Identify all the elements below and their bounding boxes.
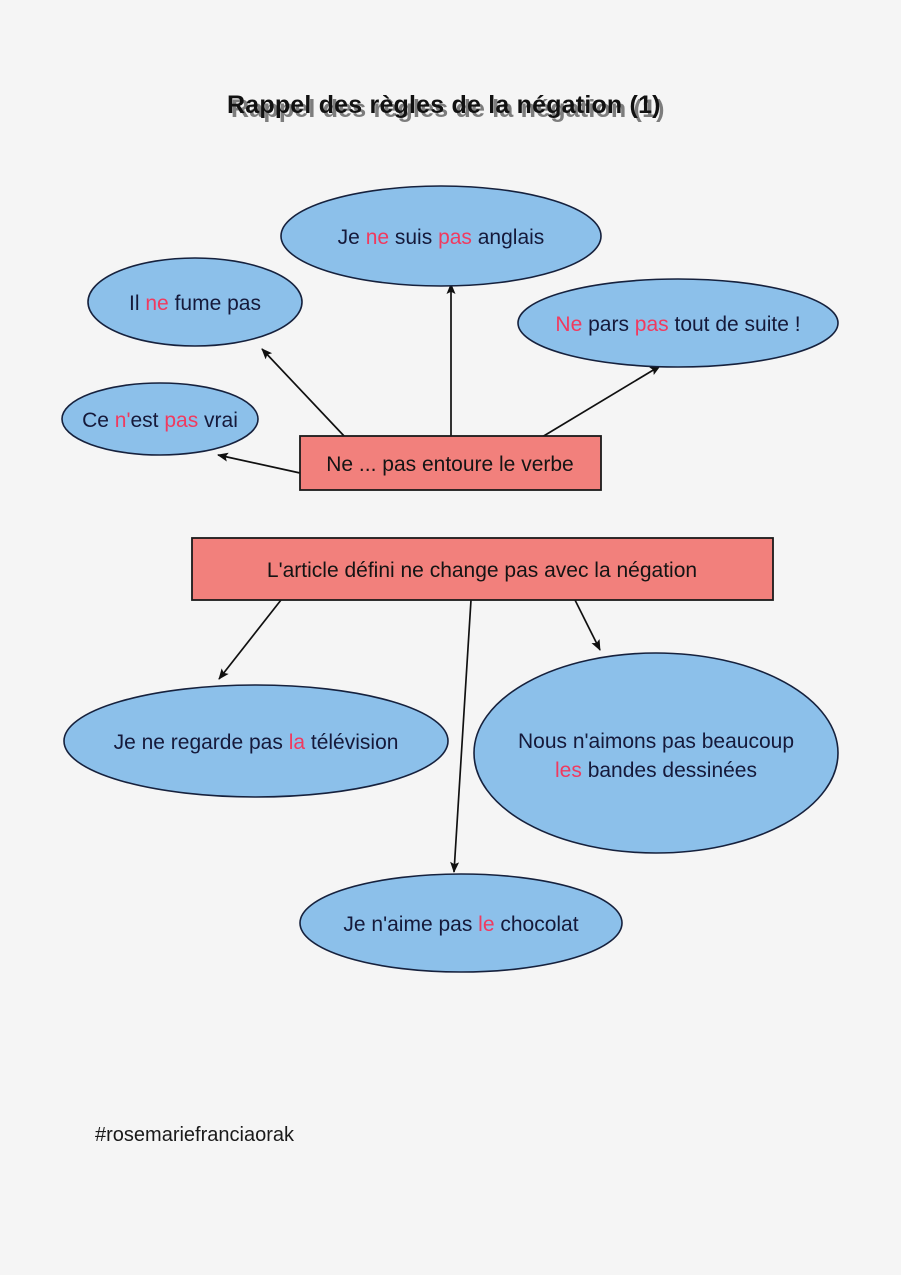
example-anglais-shape[interactable]: [280, 185, 602, 287]
rule-article-defini-shape[interactable]: [191, 537, 774, 601]
example-fume-label: Il ne fume pas: [129, 292, 261, 315]
page-title-shadow: Rappel des règles de la négation (1): [231, 95, 665, 123]
connector-rule1-to-pars: [541, 365, 661, 438]
example-anglais-label: Je ne suis pas anglais: [338, 226, 545, 249]
example-bandes-shape[interactable]: [473, 652, 839, 854]
connector-rule2-to-bandes: [574, 599, 601, 651]
example-pars-shape[interactable]: [517, 278, 839, 368]
node-rule-ne-pas-verbe[interactable]: Ne ... pas entoure le verbe: [299, 435, 602, 491]
example-fume-shape[interactable]: [87, 257, 303, 347]
connector-rule1-to-vrai: [217, 452, 301, 474]
node-example-chocolat[interactable]: Je n'aime pas le chocolat: [299, 873, 623, 973]
node-rule-article-defini[interactable]: L'article défini ne change pas avec la n…: [191, 537, 774, 601]
node-example-fume[interactable]: Il ne fume pas: [87, 257, 303, 347]
connector-group: [217, 283, 661, 873]
rule-ne-pas-verbe-shape[interactable]: [299, 435, 602, 491]
page-title: Rappel des règles de la négation (1) Rap…: [227, 91, 665, 123]
example-television-label: Je ne regarde pas la télévision: [114, 731, 399, 754]
connector-rule2-to-chocolat: [450, 599, 472, 873]
connector-rule1-to-fume: [261, 348, 346, 438]
node-example-pars[interactable]: Ne pars pas tout de suite !: [517, 278, 839, 368]
node-example-anglais[interactable]: Je ne suis pas anglais: [280, 185, 602, 287]
page-title-text: Rappel des règles de la négation (1): [227, 91, 661, 119]
node-example-television[interactable]: Je ne regarde pas la télévision: [63, 684, 449, 798]
example-chocolat-label: Je n'aime pas le chocolat: [343, 913, 578, 936]
rule-article-defini-label: L'article défini ne change pas avec la n…: [267, 559, 697, 582]
example-pars-label: Ne pars pas tout de suite !: [555, 313, 800, 336]
example-vrai-label: Ce n'est pas vrai: [82, 409, 238, 432]
example-vrai-shape[interactable]: [61, 382, 259, 456]
author-credit: #rosemariefranciaorak: [95, 1124, 295, 1146]
rule-ne-pas-verbe-label: Ne ... pas entoure le verbe: [326, 453, 573, 476]
example-television-shape[interactable]: [63, 684, 449, 798]
example-chocolat-shape[interactable]: [299, 873, 623, 973]
connector-rule2-to-television: [218, 599, 282, 680]
node-example-vrai[interactable]: Ce n'est pas vrai: [61, 382, 259, 456]
